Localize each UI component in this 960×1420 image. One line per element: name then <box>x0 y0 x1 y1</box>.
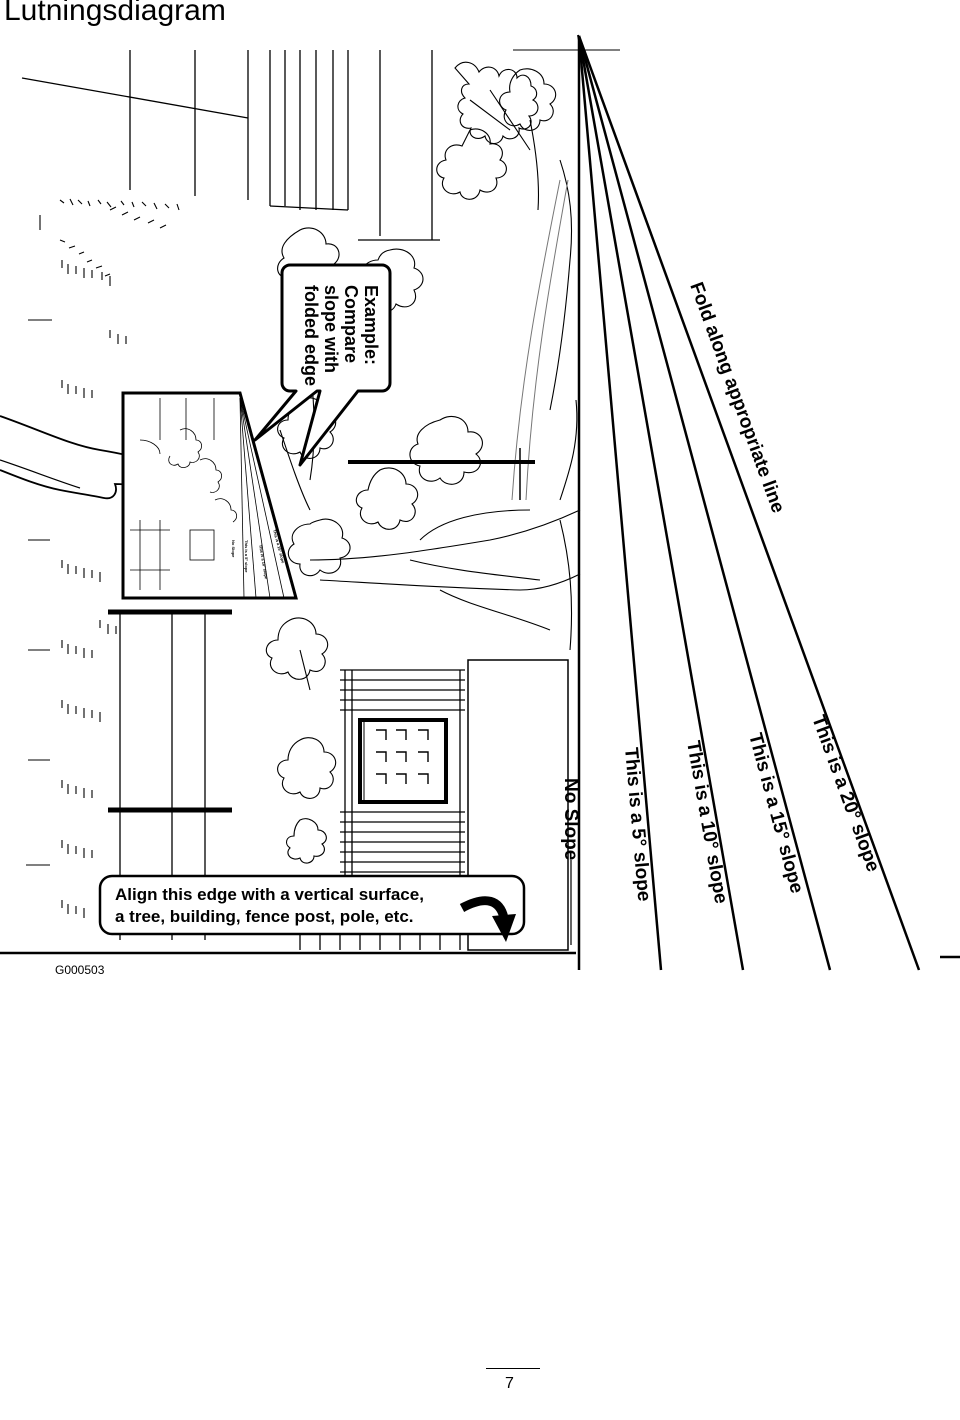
slope-diagram: No Slope This is a 5° slope This is a 10… <box>0 34 960 971</box>
shed-illustration <box>299 659 569 951</box>
slope-line-5 <box>577 35 663 971</box>
page-number-rule <box>486 1368 540 1369</box>
slope-label-15: This is a 15° slope <box>744 731 807 896</box>
fold-instruction: Fold along appropriate line <box>685 280 788 516</box>
slope-label-none: No Slope <box>560 778 581 860</box>
slope-line-15 <box>577 35 832 971</box>
slope-line-10 <box>577 35 745 971</box>
align-instruction-line: Align this edge with a vertical surface, <box>115 885 424 904</box>
callout-line: Compare <box>341 285 361 363</box>
page-title: Lutningsdiagram <box>4 0 226 27</box>
page-number: 7 <box>505 1375 514 1392</box>
figure-code: G000503 <box>55 963 105 977</box>
tree-illustration <box>265 61 581 864</box>
thumbnail-label: This is a 5° slope <box>244 540 249 573</box>
thumbnail-label: No Slope <box>231 540 236 558</box>
callout-line: folded edge <box>301 285 321 386</box>
pole-shadow <box>511 179 569 501</box>
align-instruction-box: Align this edge with a vertical surface,… <box>98 874 526 936</box>
slope-line-20 <box>577 35 921 971</box>
slope-label-20: This is a 20° slope <box>807 713 883 875</box>
thumbnail-label: This is a 10° slope <box>258 544 269 580</box>
slope-guide-lines <box>0 34 960 971</box>
example-sheet-thumbnail: No Slope This is a 5° slope This is a 10… <box>121 391 298 600</box>
slope-label-10: This is a 10° slope <box>682 739 731 905</box>
curved-arrow-icon <box>459 896 516 942</box>
scene-illustration: No Slope This is a 5° slope This is a 10… <box>0 50 581 951</box>
callout-line: Example: <box>361 285 381 365</box>
callout-line: slope with <box>321 285 341 373</box>
building-illustration <box>21 50 440 241</box>
align-instruction-line: a tree, building, fence post, pole, etc. <box>115 907 414 926</box>
example-callout: Example: Compare slope with folded edge <box>253 263 392 467</box>
